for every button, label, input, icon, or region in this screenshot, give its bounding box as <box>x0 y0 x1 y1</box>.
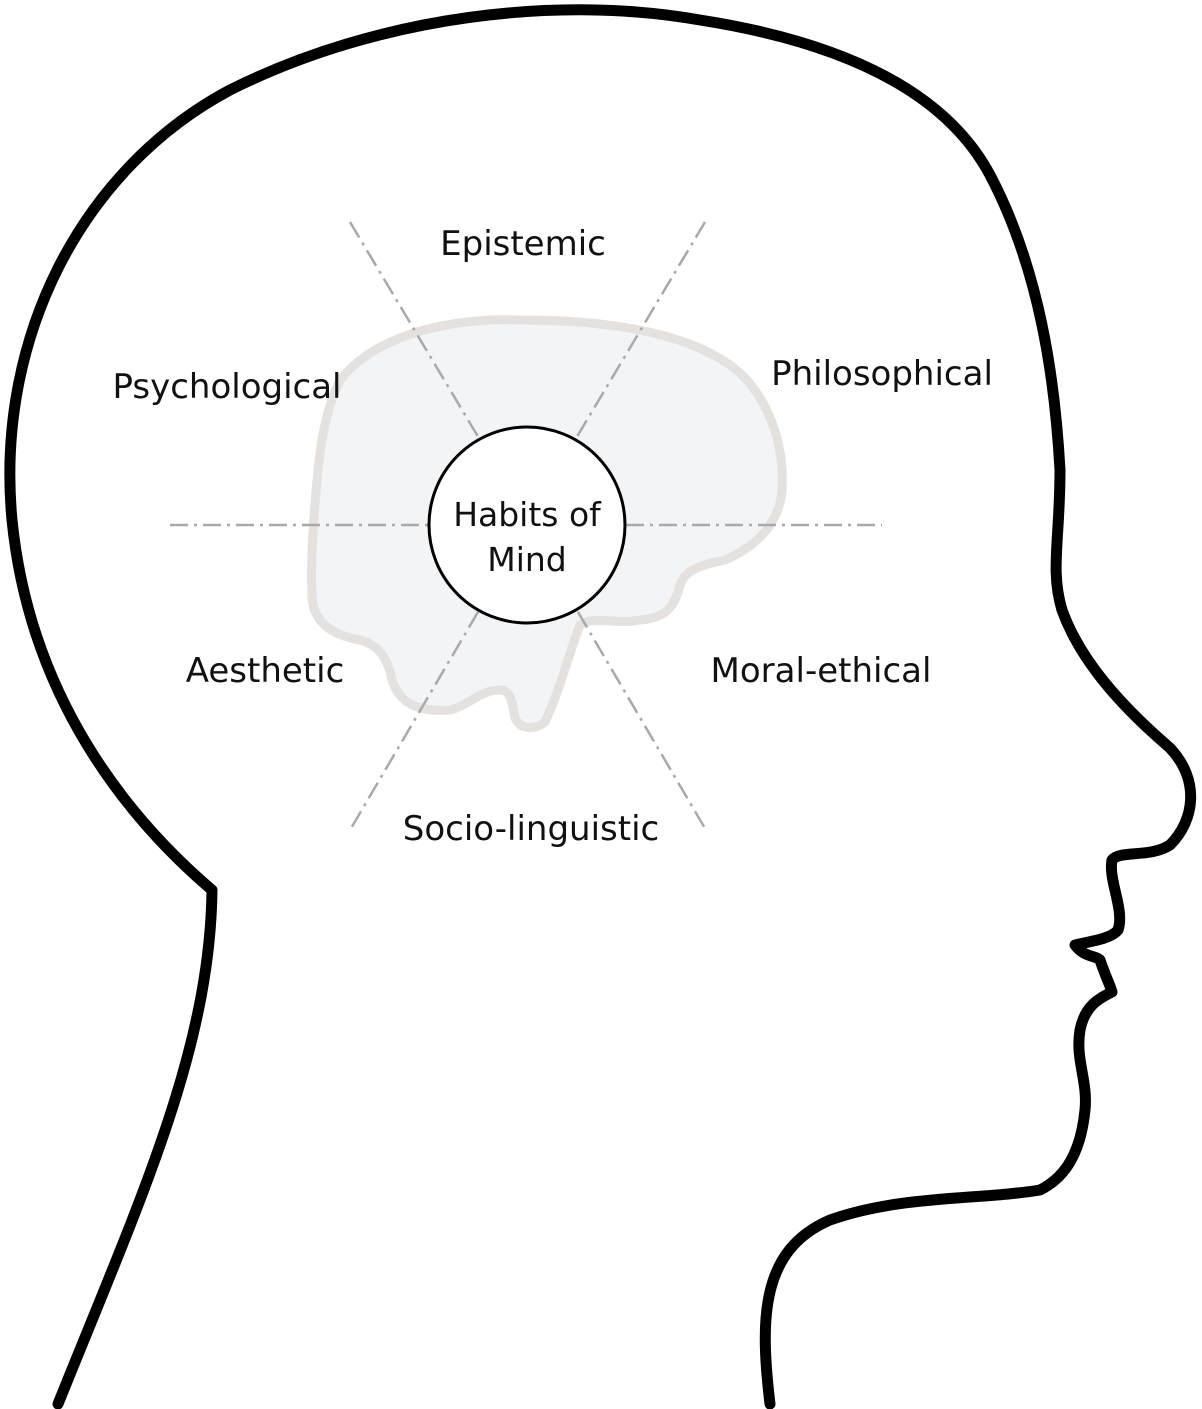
center-circle <box>427 425 627 625</box>
label-psychological: Psychological <box>112 367 341 407</box>
divider-lines <box>170 221 882 831</box>
center-label-line1: Habits of <box>453 495 602 534</box>
divider-lower-right <box>576 611 708 831</box>
center-label-line2: Mind <box>487 540 567 579</box>
head-outline <box>4 4 1197 1409</box>
divider-upper-left <box>348 221 482 441</box>
divider-lower-left <box>348 611 480 831</box>
label-socio-linguistic: Socio-linguistic <box>403 809 659 849</box>
label-philosophical: Philosophical <box>771 354 993 394</box>
divider-upper-right <box>573 221 707 441</box>
label-moral-ethical: Moral-ethical <box>711 651 932 691</box>
label-aesthetic: Aesthetic <box>186 651 345 691</box>
label-epistemic: Epistemic <box>440 224 606 264</box>
